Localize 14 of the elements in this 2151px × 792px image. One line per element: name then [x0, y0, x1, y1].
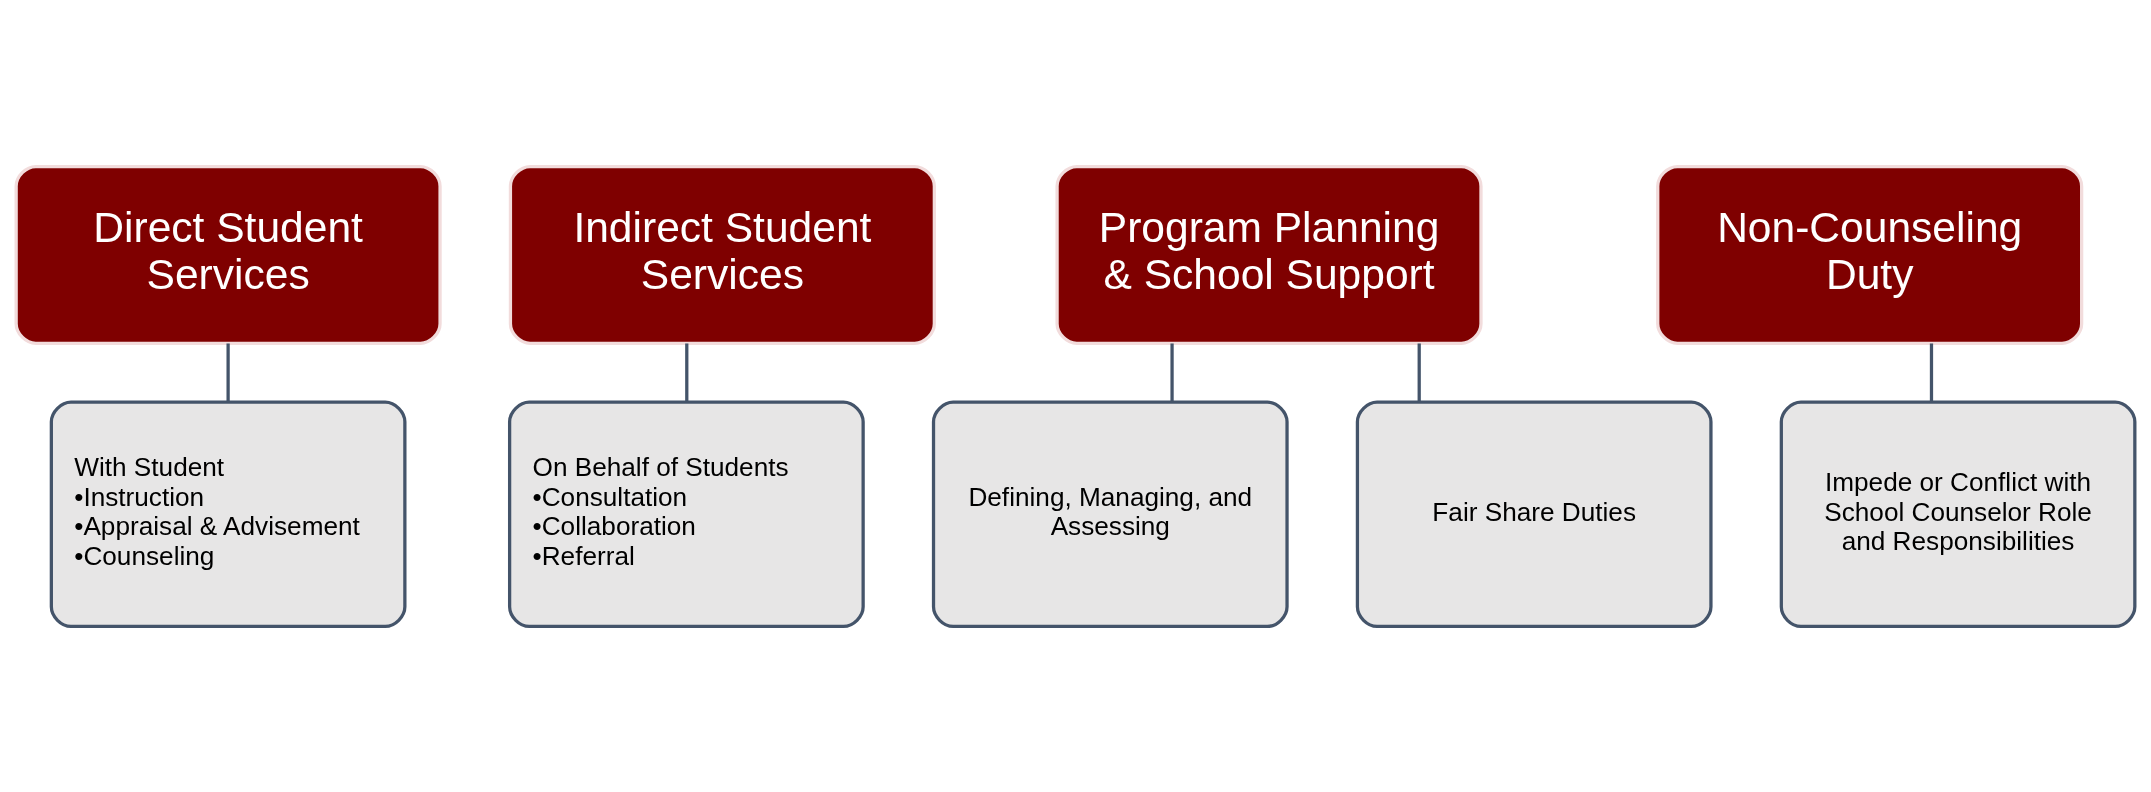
node-box: On Behalf of Students •Consultation •Collaboration •Referral: [508, 400, 865, 628]
node-box: Program Planning & School Support: [1055, 164, 1483, 345]
node-box: Non-Counseling Duty: [1656, 164, 2084, 345]
connector: [1929, 342, 1934, 402]
node-box: Indirect Student Services: [508, 164, 936, 345]
node-box: Defining, Managing, and Assessing: [931, 400, 1289, 628]
connector: [685, 342, 689, 402]
node-box: Fair Share Duties: [1355, 400, 1713, 628]
node-box: With Student •Instruction •Appraisal & Advisement •Counseling: [49, 400, 407, 628]
node-box: Impede or Conflict with School Counselor Role and Responsibilities: [1779, 400, 2137, 628]
connector: [226, 342, 230, 402]
connector: [1170, 342, 1174, 402]
node-box: Direct Student Services: [14, 164, 442, 345]
connector: [1417, 342, 1421, 402]
